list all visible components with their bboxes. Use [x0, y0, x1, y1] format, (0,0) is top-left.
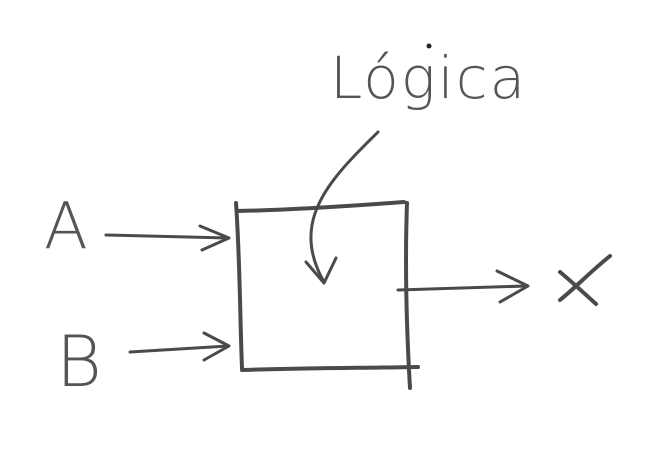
input-a-arrowhead — [198, 224, 231, 252]
input-b-arrowhead — [202, 331, 231, 362]
input-b-label: B — [56, 321, 102, 403]
input-b-arrow — [128, 344, 230, 354]
input-a-label: A — [44, 190, 88, 264]
output-arrowhead — [495, 269, 530, 304]
label-pointer-arrowhead — [304, 256, 338, 285]
logic-box — [234, 200, 420, 390]
logic-label: Lógica — [330, 44, 527, 112]
input-a-arrow — [104, 233, 230, 240]
output-arrow — [396, 284, 528, 292]
label-pointer-arrow — [309, 130, 380, 284]
output-x-label: X — [558, 254, 612, 306]
stray-dot — [426, 43, 432, 49]
